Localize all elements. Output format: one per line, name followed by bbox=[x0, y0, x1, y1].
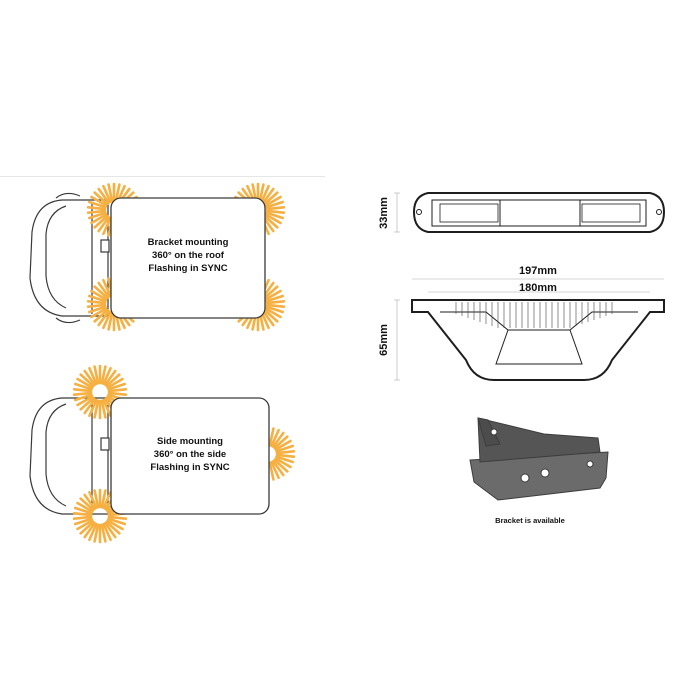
roof-line-2: 360° on the roof bbox=[152, 250, 224, 261]
side-panel-label: Side mounting 360° on the side Flashing … bbox=[111, 435, 269, 474]
bracket-caption: Bracket is available bbox=[495, 516, 565, 525]
roof-panel-label: Bracket mounting 360° on the roof Flashi… bbox=[111, 236, 265, 275]
lightbar-top-view bbox=[394, 192, 666, 233]
mounting-bracket bbox=[469, 417, 609, 501]
side-line-1: Side mounting bbox=[157, 436, 223, 447]
dim-width-outer: 197mm bbox=[519, 265, 557, 277]
roof-panel-box bbox=[110, 197, 266, 319]
side-panel-box bbox=[110, 397, 270, 515]
divider-line bbox=[0, 176, 325, 177]
roof-line-1: Bracket mounting bbox=[147, 237, 229, 248]
lightbar-side-view bbox=[394, 278, 665, 381]
van-side-mount bbox=[29, 397, 110, 515]
dim-height-side: 65mm bbox=[378, 324, 390, 356]
dim-height-top: 33mm bbox=[378, 197, 390, 229]
side-line-3: Flashing in SYNC bbox=[150, 462, 230, 473]
van-roof-mount bbox=[29, 192, 110, 324]
side-line-2: 360° on the side bbox=[153, 449, 227, 460]
roof-line-3: Flashing in SYNC bbox=[148, 263, 228, 274]
dim-width-inner: 180mm bbox=[519, 282, 557, 294]
